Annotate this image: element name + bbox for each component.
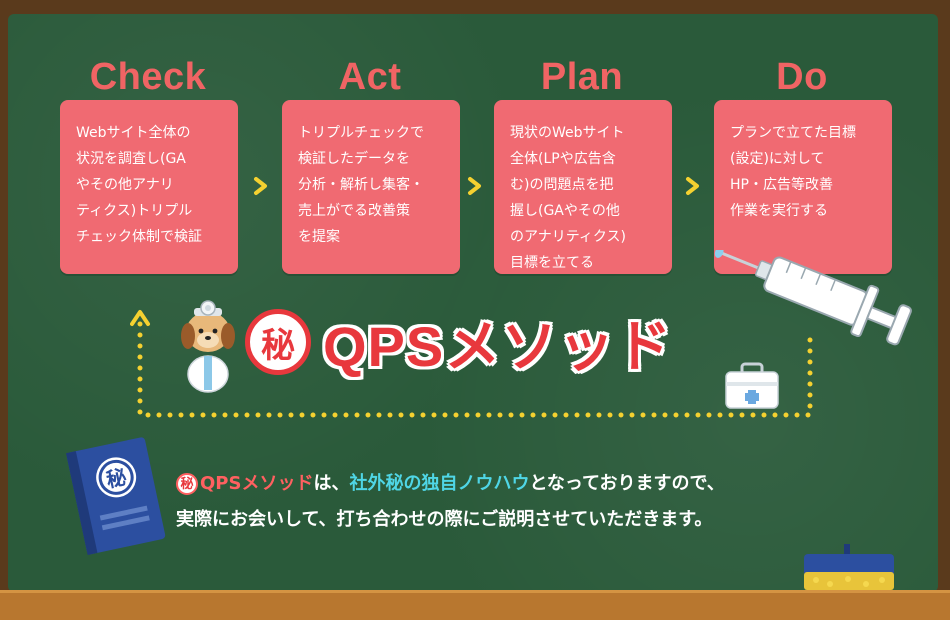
method-name: QPSメソッド: [323, 302, 672, 383]
description-part2: となっておりますので、: [529, 473, 724, 494]
step-card-act: トリプルチェックで 検証したデータを 分析・解析し集客・ 売上がでる改善策 を提…: [282, 100, 460, 274]
step-title-check: Check: [58, 56, 238, 99]
secret-seal-icon: 秘: [245, 309, 311, 375]
secret-seal-small-icon: 秘: [176, 473, 198, 495]
step-title-plan: Plan: [492, 56, 672, 99]
doctor-dog-illustration: [178, 294, 238, 394]
bottom-strip: [0, 620, 950, 640]
step-card-do: プランで立てた目標 (設定)に対して HP・広告等改善 作業を実行する: [714, 100, 892, 274]
step-title-act: Act: [280, 56, 460, 99]
chevron-right-icon: [466, 176, 484, 196]
description-line-2: 実際にお会いして、打ち合わせの際にご説明させていただきます。: [176, 502, 896, 538]
secret-notebook-illustration: 秘: [60, 436, 170, 556]
syringe-illustration: [700, 250, 920, 360]
description-highlight: 社外秘の独自ノウハウ: [349, 473, 529, 494]
description-method-name: QPSメソッド: [200, 473, 313, 494]
step-card-check: Webサイト全体の 状況を調査し(GA やその他アナリ ティクス)トリプル チェ…: [60, 100, 238, 274]
description-part1: は、: [313, 473, 349, 494]
chevron-right-icon: [252, 176, 270, 196]
chalk-ledge: [0, 590, 950, 623]
step-title-do: Do: [712, 56, 892, 99]
first-aid-kit-illustration: [722, 362, 782, 412]
chevron-right-icon: [684, 176, 702, 196]
step-card-plan: 現状のWebサイト 全体(LPや広告含 む)の問題点を把 握し(GAやその他 の…: [494, 100, 672, 274]
chalkboard-eraser-illustration: [800, 544, 898, 594]
method-title: 秘 QPSメソッド: [245, 302, 672, 382]
